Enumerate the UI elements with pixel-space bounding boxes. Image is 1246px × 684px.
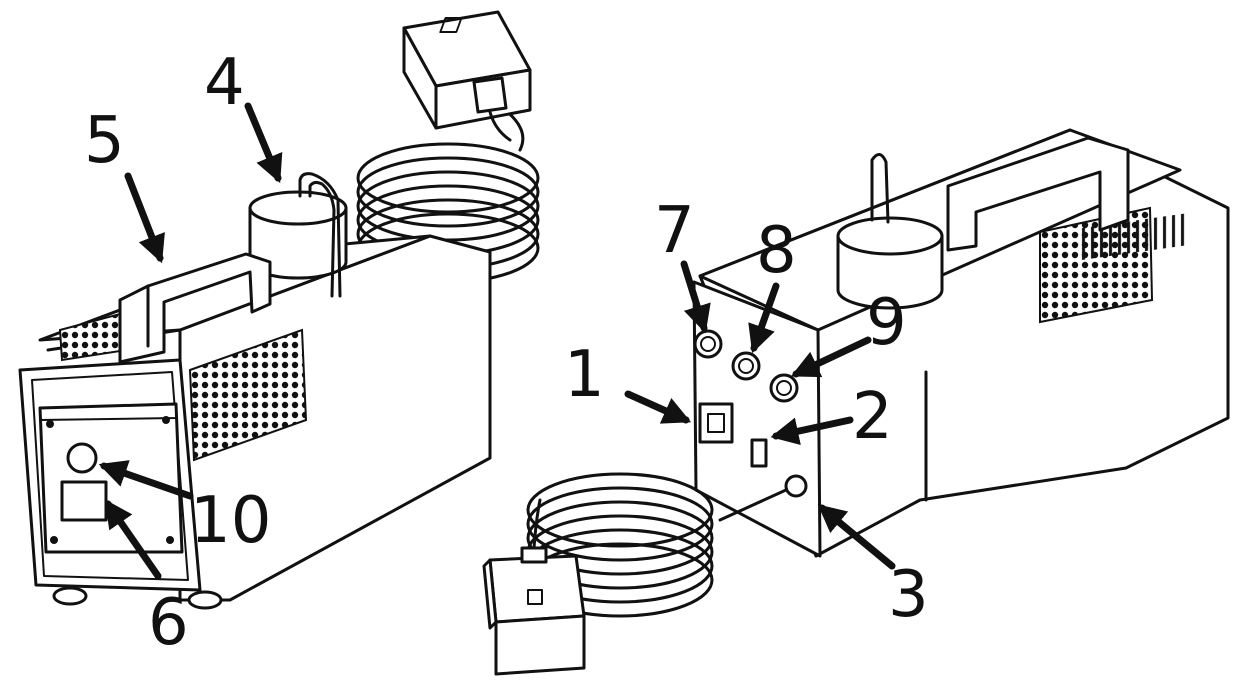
callout-3: 3 [888, 558, 929, 632]
arrow-6 [104, 499, 162, 580]
rear-control-panel [693, 329, 808, 498]
callout-7: 7 [654, 194, 695, 268]
arrow-3 [817, 504, 896, 570]
remote-control-right [482, 498, 586, 676]
callout-10: 10 [190, 484, 271, 558]
arrow-5 [124, 172, 165, 264]
callout-4: 4 [204, 46, 245, 120]
arrow-10 [98, 460, 194, 500]
carry-handle-right [946, 136, 1130, 252]
callout-6: 6 [148, 586, 189, 660]
fog-machine-front-view [18, 10, 540, 610]
arrow-4 [244, 102, 283, 184]
arrow-9 [790, 336, 872, 378]
callout-8: 8 [756, 214, 797, 288]
remote-control-left [402, 10, 532, 142]
callout-labels: 1 2 3 4 5 6 7 8 9 10 [84, 46, 929, 660]
callout-1: 1 [564, 338, 605, 412]
callout-2: 2 [852, 380, 893, 454]
arrow-1 [624, 390, 692, 424]
callout-arrows [98, 102, 896, 580]
arrow-8 [748, 282, 780, 354]
carry-handle-left [118, 252, 272, 364]
callout-9: 9 [866, 286, 907, 360]
fluid-tank-right [836, 153, 944, 310]
fog-machine-rear-view [482, 128, 1230, 676]
arrow-2 [770, 416, 854, 445]
callout-5: 5 [84, 104, 125, 178]
arrow-7 [680, 260, 711, 334]
